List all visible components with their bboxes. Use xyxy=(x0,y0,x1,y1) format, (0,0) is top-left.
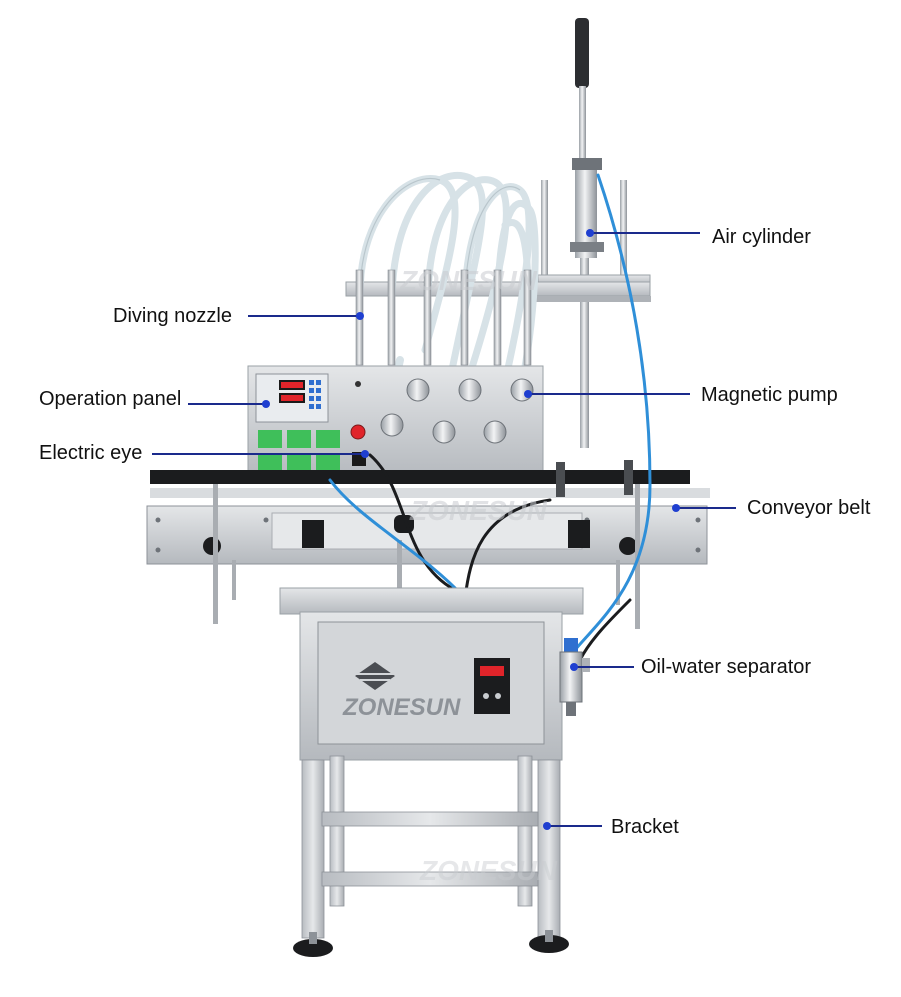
label-operation-panel: Operation panel xyxy=(39,388,182,410)
label-conveyor-belt: Conveyor belt xyxy=(747,497,871,519)
label-air-cylinder: Air cylinder xyxy=(712,226,811,248)
leader-dots xyxy=(262,229,680,830)
cabinet-brand-text: ZONESUN xyxy=(342,694,461,721)
watermark-bottom: ZONESUN xyxy=(419,855,558,886)
zonesun-logo-icon xyxy=(355,662,395,690)
label-bracket: Bracket xyxy=(611,816,679,838)
cables xyxy=(328,173,652,662)
watermark-top: ZONESUN xyxy=(399,265,538,296)
watermark-middle: ZONESUN xyxy=(409,495,548,526)
label-electric-eye: Electric eye xyxy=(39,442,143,464)
bracket-frame xyxy=(301,755,561,939)
conveyor xyxy=(146,460,710,629)
label-oil-water-separator: Oil-water separator xyxy=(641,656,812,678)
green-displays xyxy=(258,430,340,472)
label-magnetic-pump: Magnetic pump xyxy=(701,384,838,406)
leader-lines xyxy=(152,232,736,827)
magnetic-pumps xyxy=(380,378,534,444)
label-diving-nozzle: Diving nozzle xyxy=(113,305,232,327)
feet xyxy=(293,930,569,957)
base-cabinet: ZONESUN xyxy=(279,587,584,761)
